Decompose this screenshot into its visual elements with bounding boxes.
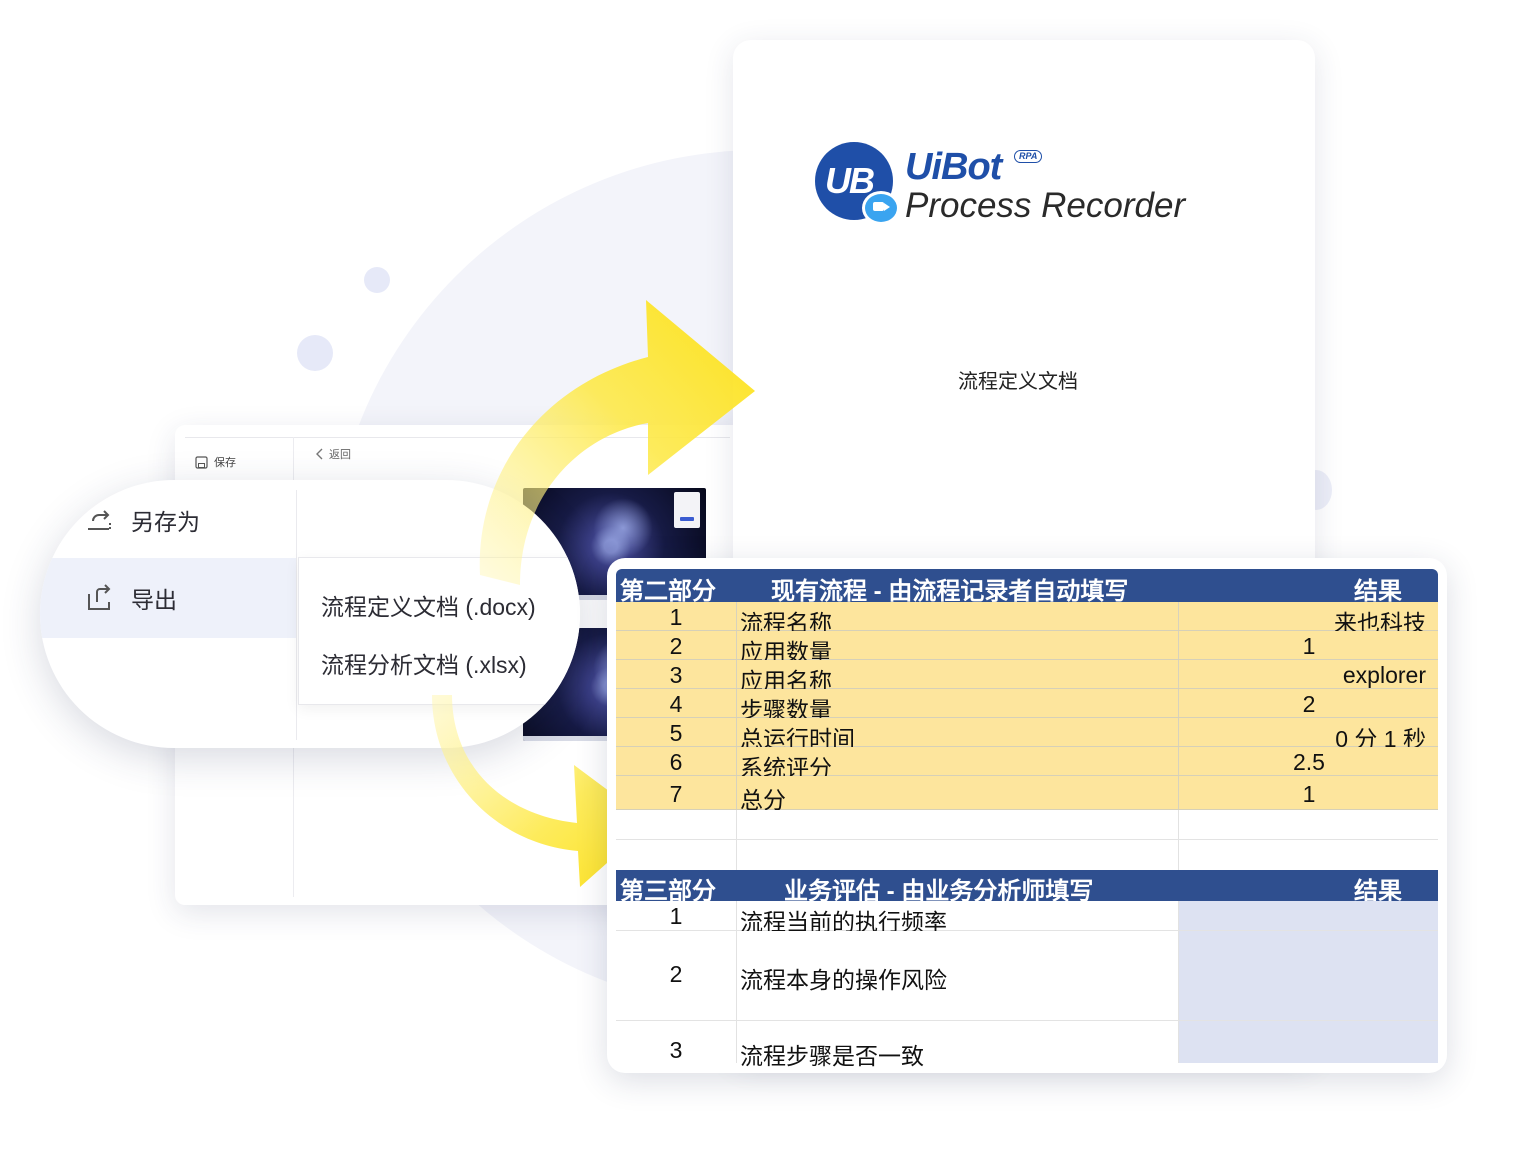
row-name: 流程步骤是否一致 [740, 1043, 924, 1069]
row-name: 流程当前的执行频率 [740, 909, 947, 935]
row-value: 2 [1302, 691, 1316, 717]
table-row: 6 系统评分 2.5 [616, 747, 1438, 781]
section3-header-right: 结果 [1354, 878, 1402, 905]
row-number: 4 [669, 691, 683, 717]
table-row: 1 流程当前的执行频率 [616, 901, 1438, 935]
logo-text: UB [825, 160, 875, 201]
decor-dot [364, 267, 390, 293]
row-number: 2 [669, 961, 683, 987]
context-menu: 另存为 导出 流程定义文档 (.docx) 流程分析文档 (.xlsx) [40, 480, 580, 748]
row-value: 1 [1302, 781, 1316, 807]
row-number: 5 [669, 720, 683, 746]
brand-name: UiBot [905, 146, 1002, 188]
section3-header: 第三部分 业务评估 - 由业务分析师填写 结果 [616, 870, 1438, 905]
table-row: 5 总运行时间 0 分 1 秒 [616, 718, 1438, 752]
spreadsheet-preview: 第二部分 现有流程 - 由流程记录者自动填写 结果 1 流程名称 来也科技 2 … [607, 558, 1447, 1073]
export-submenu: 流程定义文档 (.docx) 流程分析文档 (.xlsx) [298, 557, 580, 705]
save-label: 保存 [214, 457, 236, 469]
row-number: 6 [669, 749, 683, 775]
row-number: 2 [669, 633, 683, 659]
row-value: 2.5 [1293, 749, 1325, 775]
section2-header-mid: 现有流程 - 由流程记录者自动填写 [771, 578, 1129, 605]
table-row: 1 流程名称 来也科技 [616, 602, 1438, 636]
empty-row [616, 810, 1438, 840]
app-divider [185, 437, 730, 438]
section2-header-right: 结果 [1354, 578, 1402, 605]
decor-dot [297, 335, 333, 371]
export-label: 导出 [131, 587, 177, 613]
back-label: 返回 [329, 449, 351, 461]
menu-item-save-as[interactable]: 另存为 [85, 503, 200, 537]
row-number: 1 [669, 604, 683, 630]
row-number: 1 [669, 903, 683, 929]
row-name: 流程本身的操作风险 [740, 967, 947, 993]
row-value: explorer [1342, 662, 1426, 688]
table-row: 2 应用数量 1 [616, 631, 1438, 665]
save-button[interactable]: 保存 [195, 454, 236, 470]
table-row: 3 应用名称 explorer [616, 660, 1438, 694]
table-row: 3 流程步骤是否一致 [616, 1021, 1438, 1069]
table-row: 2 流程本身的操作风险 [616, 931, 1438, 1021]
table-row: 4 步骤数量 2 [616, 689, 1438, 723]
back-button[interactable]: 返回 [315, 446, 351, 462]
row-number: 7 [669, 781, 683, 807]
section3-header-left: 第三部分 [620, 878, 716, 905]
rpa-badge: RPA [1014, 150, 1043, 163]
upper-arrow [479, 300, 755, 585]
row-value: 1 [1302, 633, 1316, 659]
export-icon [88, 584, 111, 610]
save-as-label: 另存为 [131, 509, 200, 535]
save-icon [195, 455, 208, 469]
product-name: Process Recorder [905, 186, 1186, 225]
menu-divider [296, 490, 297, 740]
row-number: 3 [669, 1037, 683, 1063]
lower-arrow [432, 695, 652, 887]
camera-icon [862, 191, 900, 225]
submenu-item-xlsx[interactable]: 流程分析文档 (.xlsx) [321, 652, 527, 678]
document-title: 流程定义文档 [958, 371, 1078, 393]
table-row: 7 总分 1 [616, 776, 1438, 813]
empty-row [616, 840, 1438, 870]
submenu-item-docx[interactable]: 流程定义文档 (.docx) [321, 594, 536, 620]
row-name: 总分 [740, 787, 786, 813]
menu-item-export[interactable]: 导出 [40, 558, 296, 638]
flow-arrows [432, 300, 755, 887]
section2-header-left: 第二部分 [620, 578, 716, 605]
section3-header-mid: 业务评估 - 由业务分析师填写 [784, 878, 1094, 905]
row-number: 3 [669, 662, 683, 688]
save-as-icon [88, 510, 111, 530]
back-chevron-icon [316, 448, 323, 460]
section2-header: 第二部分 现有流程 - 由流程记录者自动填写 结果 [616, 569, 1438, 605]
